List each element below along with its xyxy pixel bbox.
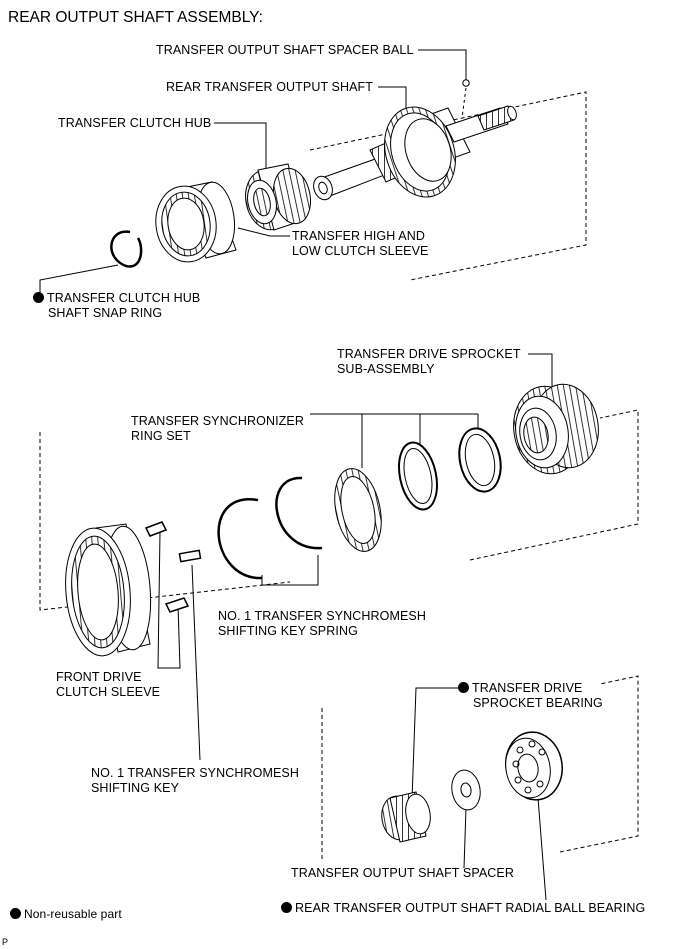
label-rear-output-shaft: REAR TRANSFER OUTPUT SHAFT (166, 80, 374, 94)
non-reusable-marker (458, 682, 469, 693)
group-boundary-middle-right (469, 409, 639, 561)
label-synchro-ring-set-line2: RING SET (131, 429, 191, 443)
page-title: REAR OUTPUT SHAFT ASSEMBLY: (8, 9, 263, 26)
hl-clutch-sleeve-drawing (155, 181, 237, 263)
shifting-key-drawing-c (164, 597, 190, 613)
legend-non-reusable: Non-reusable part (10, 907, 122, 922)
label-spacer-ball: TRANSFER OUTPUT SHAFT SPACER BALL (156, 43, 414, 57)
label-hub-snap-ring-line1: TRANSFER CLUTCH HUB (47, 291, 201, 305)
shifting-key-drawing-a (144, 521, 168, 537)
leader-key-spring (262, 555, 319, 586)
hub-snap-ring-drawing (110, 230, 143, 268)
shifting-key-drawing-b (178, 549, 202, 563)
leader-shifting-key-b (191, 564, 201, 761)
legend-dot-icon (10, 908, 21, 919)
label-drive-sprocket: TRANSFER DRIVE SPROCKET SUB-ASSEMBLY (337, 347, 521, 377)
label-front-drive-sleeve: FRONT DRIVE CLUTCH SLEEVE (56, 670, 160, 700)
drive-sprocket-drawing (513, 383, 599, 475)
leader-shaft-spacer (463, 807, 467, 869)
leader-radial-bearing (537, 797, 547, 901)
label-synchro-ring-set-line1: TRANSFER SYNCHRONIZER (131, 414, 304, 428)
label-sprocket-bearing: TRANSFER DRIVE SPROCKET BEARING (458, 681, 603, 711)
label-drive-sprocket-line2: SUB-ASSEMBLY (337, 362, 435, 376)
leader-clutch-hub (214, 122, 267, 170)
label-shaft-spacer: TRANSFER OUTPUT SHAFT SPACER (291, 866, 514, 880)
radial-bearing-drawing (505, 731, 563, 801)
label-hl-clutch-sleeve: TRANSFER HIGH AND LOW CLUTCH SLEEVE (292, 229, 428, 259)
label-shifting-key: NO. 1 TRANSFER SYNCHROMESH SHIFTING KEY (91, 766, 299, 796)
non-reusable-marker (281, 902, 292, 913)
label-front-drive-sleeve-line1: FRONT DRIVE (56, 670, 142, 684)
key-spring-drawing-b (275, 476, 323, 550)
label-front-drive-sleeve-line2: CLUTCH SLEEVE (56, 685, 161, 699)
label-radial-ball-bearing-text: REAR TRANSFER OUTPUT SHAFT RADIAL BALL B… (295, 901, 646, 915)
label-hub-snap-ring-line2: SHAFT SNAP RING (48, 306, 163, 320)
non-reusable-marker (33, 292, 44, 303)
figure-code: P (2, 937, 9, 947)
leader-hl-sleeve (237, 227, 290, 237)
label-drive-sprocket-line1: TRANSFER DRIVE SPROCKET (337, 347, 521, 361)
label-key-spring: NO. 1 TRANSFER SYNCHROMESH SHIFTING KEY … (218, 609, 426, 639)
sprocket-bearing-drawing (381, 791, 431, 843)
label-shifting-key-line2: SHIFTING KEY (91, 781, 180, 795)
key-spring-drawing-a (217, 498, 263, 580)
label-hl-clutch-sleeve-line1: TRANSFER HIGH AND (292, 229, 425, 243)
spacer-ball (462, 79, 470, 87)
leader-spacer-ball-dash (461, 87, 467, 119)
shaft-spacer-drawing (451, 769, 481, 811)
leader-shifting-key-a (157, 531, 181, 669)
synchro-ring-set-drawing (334, 427, 502, 552)
label-radial-ball-bearing: REAR TRANSFER OUTPUT SHAFT RADIAL BALL B… (281, 901, 645, 916)
label-hub-snap-ring: TRANSFER CLUTCH HUB SHAFT SNAP RING (33, 291, 200, 321)
label-sprocket-bearing-line2: SPROCKET BEARING (473, 696, 603, 710)
group-boundary-middle (39, 432, 291, 611)
label-shifting-key-line1: NO. 1 TRANSFER SYNCHROMESH (91, 766, 299, 780)
rear-output-shaft-drawing (313, 105, 517, 201)
clutch-hub-drawing (245, 163, 312, 231)
group-boundary-bottom-right (559, 675, 639, 853)
legend-non-reusable-text: Non-reusable part (24, 907, 122, 921)
label-clutch-hub: TRANSFER CLUTCH HUB (58, 116, 212, 130)
label-hl-clutch-sleeve-line2: LOW CLUTCH SLEEVE (292, 244, 429, 258)
label-sprocket-bearing-line1: TRANSFER DRIVE (472, 681, 583, 695)
leader-drive-sprocket (528, 353, 553, 388)
label-key-spring-line2: SHIFTING KEY SPRING (218, 624, 358, 638)
leader-spacer-ball (418, 49, 467, 80)
front-drive-sleeve-drawing (65, 523, 152, 657)
label-synchro-ring-set: TRANSFER SYNCHRONIZER RING SET (131, 414, 304, 444)
leader-sprocket-bearing (411, 687, 462, 801)
label-key-spring-line1: NO. 1 TRANSFER SYNCHROMESH (218, 609, 426, 623)
